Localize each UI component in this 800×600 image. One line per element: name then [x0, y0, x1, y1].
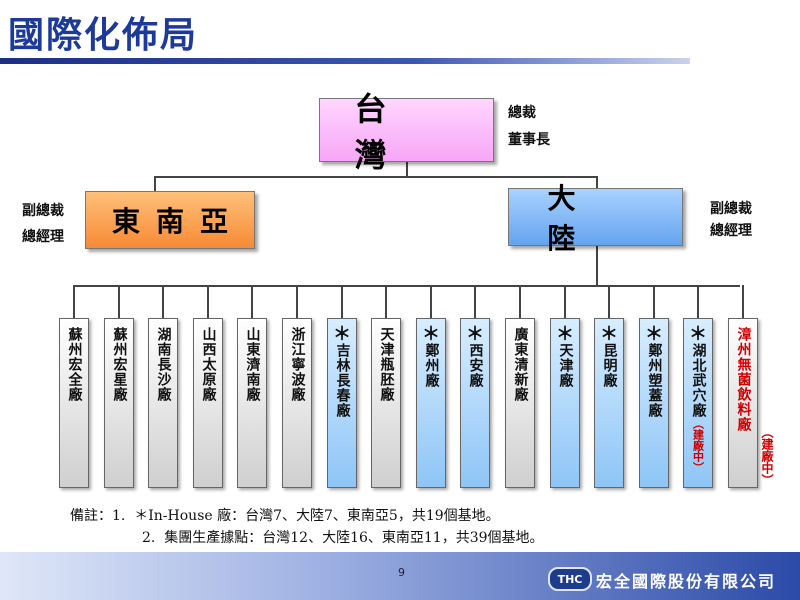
connector-factory-drop — [251, 285, 253, 318]
connector-factory-horizontal — [73, 285, 740, 287]
note-line-1: 備註：1. ＊In-House 廠：台灣7、大陸7、東南亞5，共19個基地。 — [70, 508, 500, 524]
factory-name: 天津廠 — [557, 343, 574, 388]
connector-factory-drop — [162, 285, 164, 318]
connector-cn-drop — [596, 176, 598, 188]
factory-name: 吉林長春廠 — [334, 343, 351, 418]
inhouse-star-icon: ＊ — [645, 324, 663, 345]
connector-tw-down — [406, 162, 408, 178]
factory-name: 山西太原廠 — [200, 327, 217, 402]
factory-name: 蘇州宏星廠 — [111, 327, 128, 402]
china-title-gm: 總經理 — [710, 223, 752, 239]
inhouse-star-icon: ＊ — [333, 324, 351, 345]
china-box: 大 陸 — [508, 182, 683, 255]
connector-cn-down — [596, 246, 598, 286]
building-status: （建廠中） — [760, 426, 774, 486]
taiwan-title-president: 總裁 — [508, 105, 536, 121]
connector-top-horizontal — [154, 176, 598, 178]
company-logo: THC — [548, 567, 592, 591]
factory-name: 蘇州宏全廠 — [66, 327, 83, 402]
factory-box: 山東濟南廠 — [237, 318, 267, 488]
factory-box: 蘇州宏星廠 — [104, 318, 134, 488]
connector-factory-drop — [118, 285, 120, 318]
connector-factory-drop — [608, 285, 610, 318]
inhouse-star-icon: ＊ — [556, 324, 574, 345]
page-number: 9 — [398, 566, 405, 579]
company-name: 宏全國際股份有限公司 — [596, 572, 777, 591]
taiwan-box: 台 灣 — [319, 90, 494, 174]
factory-box: ＊昆明廠 — [594, 318, 624, 488]
sea-label: 東南亞 — [111, 205, 244, 238]
inhouse-star-icon: ＊ — [422, 324, 440, 345]
factory-box: 山西太原廠 — [193, 318, 223, 488]
connector-factory-drop — [296, 285, 298, 318]
connector-sea-drop — [154, 176, 156, 191]
connector-factory-drop — [207, 285, 209, 318]
factory-box: 天津瓶胚廠 — [371, 318, 401, 488]
page-title: 國際化佈局 — [8, 15, 199, 56]
factory-name: 鄭州廠 — [423, 343, 440, 388]
connector-factory-drop — [341, 285, 343, 318]
connector-factory-drop — [385, 285, 387, 318]
factory-name: 廣東清新廠 — [512, 327, 529, 402]
connector-factory-drop — [474, 285, 476, 318]
factory-box: 蘇州宏全廠 — [59, 318, 89, 488]
note-line-2: 2. 集團生產據點：台灣12、大陸16、東南亞11，共39個基地。 — [142, 530, 544, 546]
china-titles: 副總裁 總經理 — [710, 198, 752, 242]
inhouse-star-icon: ＊ — [466, 324, 484, 345]
factory-name: 湖北武穴廠 — [690, 343, 707, 418]
title-underline — [0, 58, 690, 64]
factory-name: 天津瓶胚廠 — [378, 327, 395, 402]
china-title-vp: 副總裁 — [710, 201, 752, 217]
taiwan-label: 台 灣 — [354, 90, 499, 174]
factory-name: 漳州無菌飲料廠 — [735, 327, 752, 432]
factory-box: ＊天津廠 — [550, 318, 580, 488]
factory-box: 湖南長沙廠 — [148, 318, 178, 488]
connector-factory-drop — [519, 285, 521, 318]
factory-box: 浙江寧波廠 — [282, 318, 312, 488]
china-label: 大 陸 — [547, 182, 684, 255]
factory-box: ＊西安廠 — [460, 318, 490, 488]
connector-factory-drop — [430, 285, 432, 318]
building-status: （建廠中） — [691, 418, 705, 473]
factory-name: 山東濟南廠 — [244, 327, 261, 402]
factory-name: 昆明廠 — [601, 343, 618, 388]
sea-titles: 副總裁 總經理 — [22, 198, 64, 250]
factory-box: 漳州無菌飲料廠 — [728, 318, 758, 488]
factory-name: 鄭州塑蓋廠 — [646, 343, 663, 418]
factory-name: 湖南長沙廠 — [155, 327, 172, 402]
factory-box: 廣東清新廠 — [505, 318, 535, 488]
connector-factory-drop — [73, 285, 75, 318]
factory-box: ＊鄭州塑蓋廠 — [639, 318, 669, 488]
sea-title-gm: 總經理 — [22, 229, 64, 245]
connector-factory-drop — [697, 285, 699, 318]
taiwan-title-chairman: 董事長 — [508, 132, 550, 148]
factory-box: ＊湖北武穴廠（建廠中） — [683, 318, 713, 488]
inhouse-star-icon: ＊ — [689, 324, 707, 345]
taiwan-titles: 總裁 董事長 — [508, 100, 550, 154]
factory-name: 浙江寧波廠 — [289, 327, 306, 402]
sea-box: 東南亞 — [85, 191, 255, 249]
factory-box: ＊吉林長春廠 — [327, 318, 357, 488]
footer-bar — [0, 552, 800, 600]
connector-factory-drop — [742, 285, 744, 318]
factory-box: ＊鄭州廠 — [416, 318, 446, 488]
inhouse-star-icon: ＊ — [600, 324, 618, 345]
connector-factory-drop — [564, 285, 566, 318]
factory-name: 西安廠 — [467, 343, 484, 388]
sea-title-vp: 副總裁 — [22, 203, 64, 219]
connector-factory-drop — [653, 285, 655, 318]
